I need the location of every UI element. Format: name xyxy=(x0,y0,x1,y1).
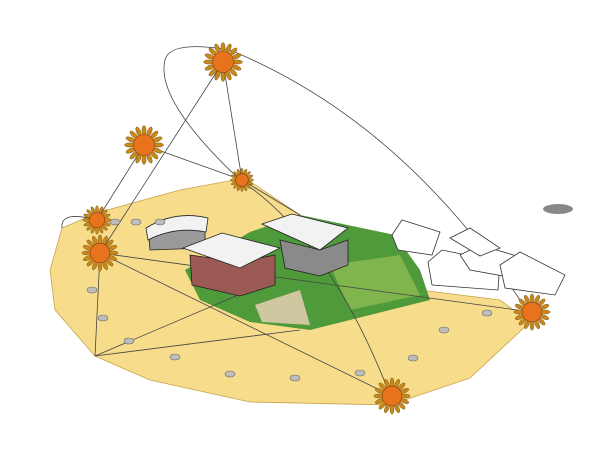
ground-marker-icon xyxy=(130,218,142,226)
site-grass-highlight xyxy=(330,255,420,310)
sun-ray-line xyxy=(99,252,533,313)
sun-ray-line xyxy=(99,61,224,254)
ground-marker-icon xyxy=(169,353,181,361)
sun-disc xyxy=(381,385,403,407)
sun-icon xyxy=(513,293,551,331)
ground-marker-icon xyxy=(289,374,301,382)
sun-disc xyxy=(89,242,111,264)
ground-marker-icon xyxy=(109,218,121,226)
sun-disc xyxy=(235,173,249,187)
sun-ray-line xyxy=(94,289,251,357)
ground-marker-icon xyxy=(86,286,98,294)
ground-marker-icon xyxy=(481,309,493,317)
sun-icon xyxy=(81,234,119,272)
courtyard-paving xyxy=(255,290,310,325)
sun-icon xyxy=(82,205,112,235)
building-main-right xyxy=(260,213,349,277)
neighbouring-houses xyxy=(391,219,566,296)
ground-marker-icon xyxy=(123,337,135,345)
sun-icon xyxy=(203,42,243,82)
ground-marker-icon xyxy=(354,369,366,377)
sun-icon xyxy=(230,168,254,192)
ground-markers xyxy=(86,218,493,382)
sun-icon xyxy=(124,125,164,165)
ground-marker-icon xyxy=(224,370,236,378)
sun-ray-line xyxy=(96,144,145,221)
distant-shadow xyxy=(543,204,573,214)
sun-disc xyxy=(212,51,234,73)
ground-marker-icon xyxy=(97,314,109,322)
sun-ray-line xyxy=(164,46,521,301)
sun-disc xyxy=(89,212,106,229)
building-main-left xyxy=(181,232,282,297)
ground-marker-icon xyxy=(407,354,419,362)
sun-positions xyxy=(81,42,551,415)
sun-disc xyxy=(133,134,155,156)
sun-disc xyxy=(521,301,543,323)
sun-icon xyxy=(373,377,411,415)
sun-ray-line xyxy=(99,252,393,397)
ground-marker-icon xyxy=(438,326,450,334)
ground-marker-icon xyxy=(154,218,166,226)
sun-ray-line xyxy=(94,329,301,357)
